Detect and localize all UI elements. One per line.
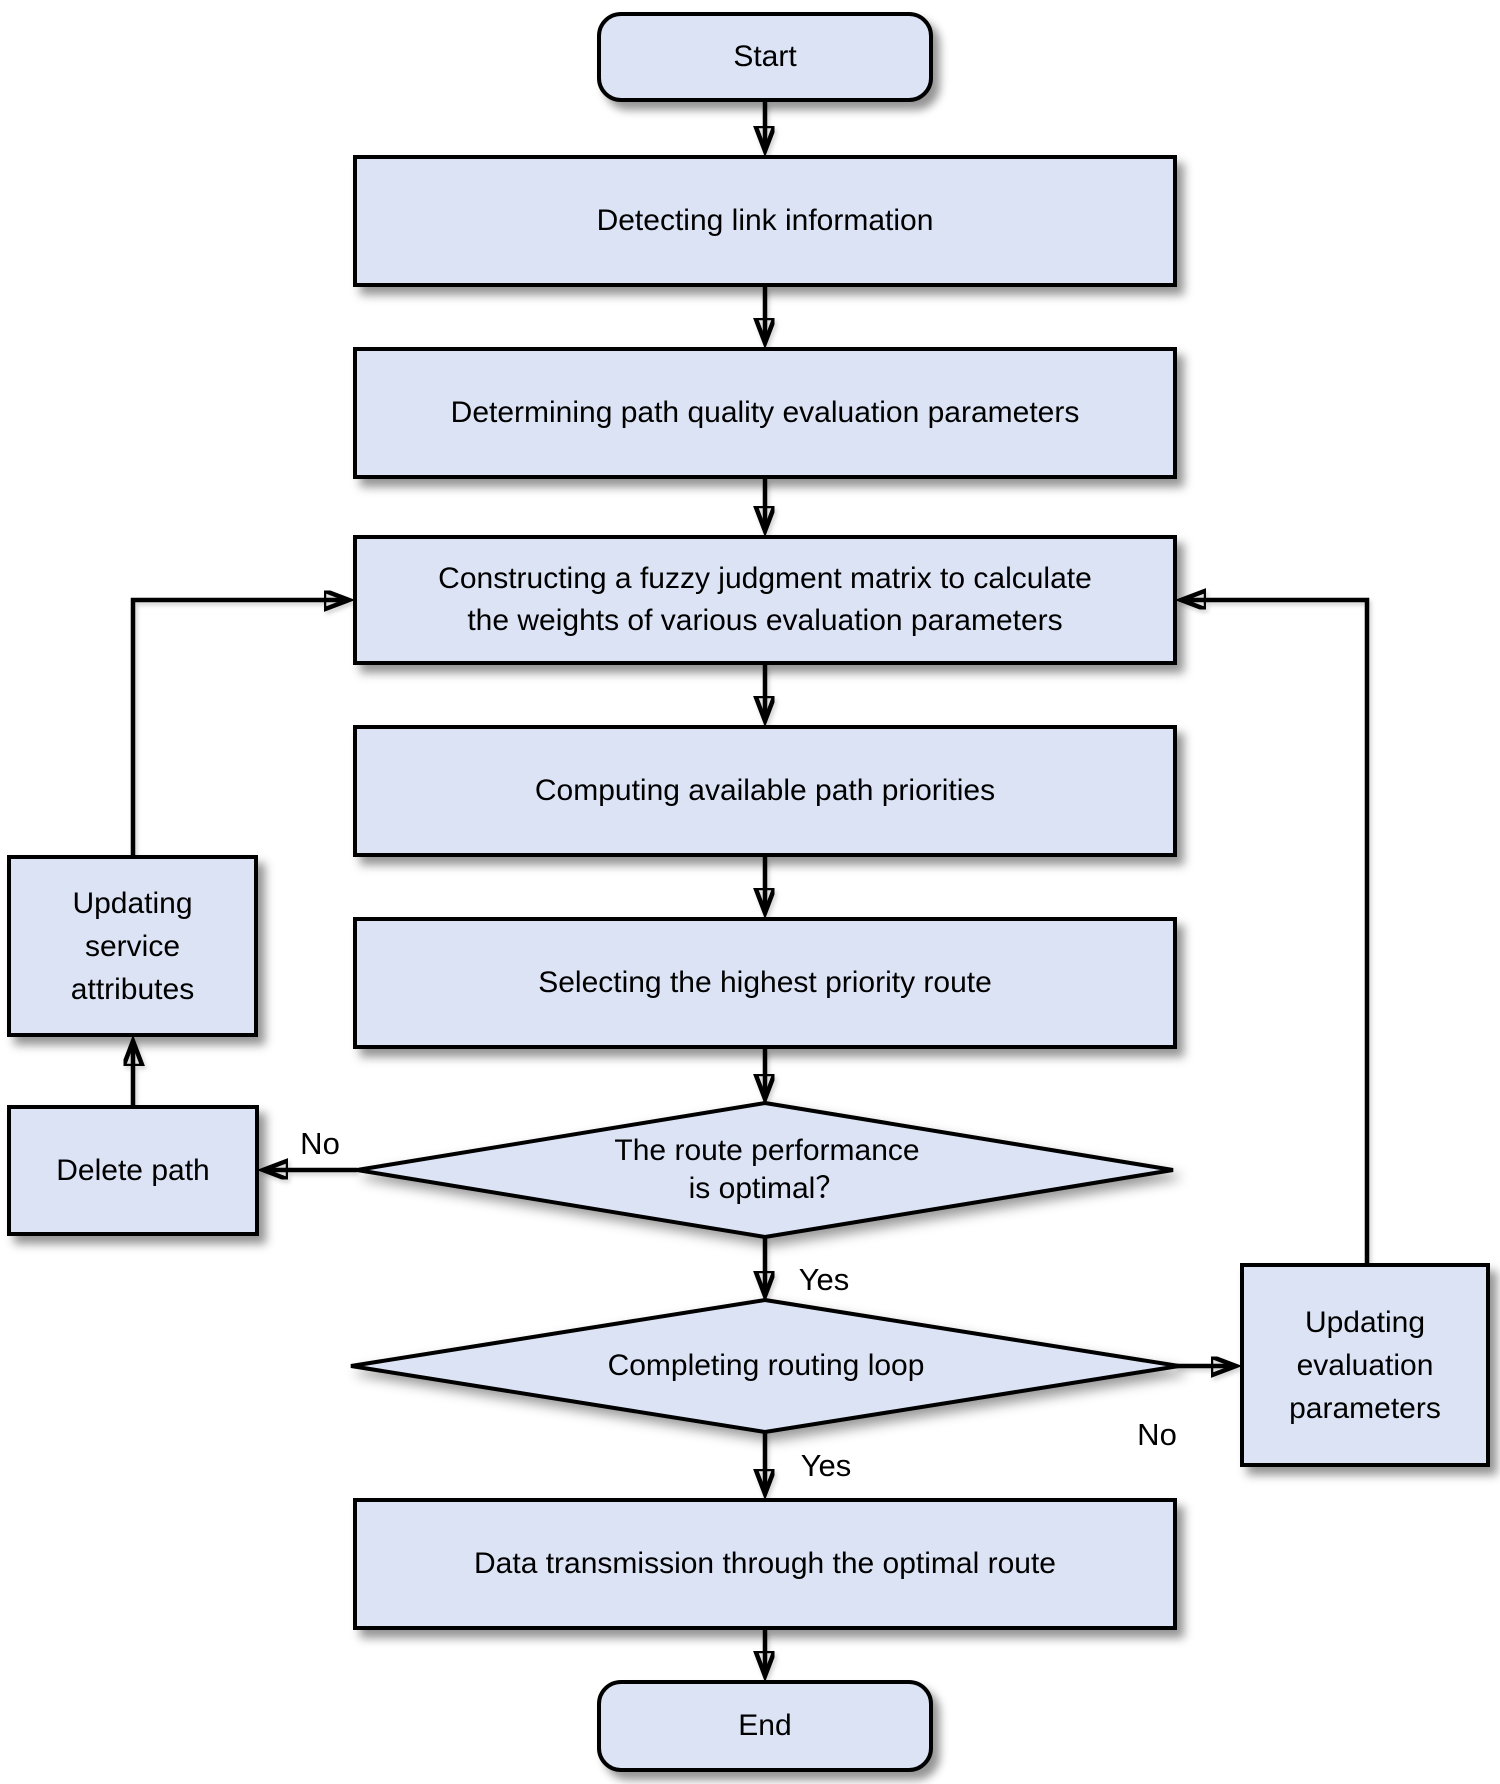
delete-path-label: Delete path (56, 1153, 210, 1187)
node-updating-service-attributes: Updating service attributes (7, 855, 258, 1037)
decision-route-performance-optimal-shape (356, 1100, 1174, 1240)
edge-label-no-right: No (1137, 1417, 1177, 1452)
node-determine-path-quality: Determining path quality evaluation para… (353, 347, 1177, 479)
update-eval-line2: evaluation (1296, 1348, 1434, 1382)
node-detect-link-information: Detecting link information (353, 155, 1177, 287)
edge-updateservice-construct-loop (130, 600, 348, 855)
node-construct-label-line2: the weights of various evaluation parame… (467, 604, 1063, 637)
decision1-label-line1: The route performance (614, 1134, 920, 1167)
node-end: End (597, 1680, 933, 1772)
edge-updateeval-construct-loop (1182, 600, 1370, 1263)
edge-label-yes-lower: Yes (800, 1448, 852, 1483)
update-service-line1: Updating (72, 886, 193, 920)
node-updating-evaluation-parameters: Updating evaluation parameters (1240, 1263, 1490, 1467)
node-start: Start (597, 12, 933, 102)
node-delete-path: Delete path (7, 1105, 259, 1236)
node-select-highest-priority-route: Selecting the highest priority route (353, 917, 1177, 1049)
decision-route-performance-optimal: The route performance is optimal？ (347, 1093, 1187, 1247)
node-data-transmission: Data transmission through the optimal ro… (353, 1498, 1177, 1630)
update-service-line2: service (84, 929, 181, 963)
decision-completing-routing-loop-shape (350, 1297, 1180, 1435)
update-eval-line1: Updating (1304, 1305, 1426, 1339)
node-start-label: Start (733, 40, 797, 73)
decision1-label-line2: is optimal？ (688, 1172, 846, 1205)
node-end-label: End (738, 1709, 792, 1742)
node-construct-label-line1: Constructing a fuzzy judgment matrix to … (438, 562, 1092, 595)
node-select-label: Selecting the highest priority route (538, 966, 992, 999)
node-construct-fuzzy-matrix: Constructing a fuzzy judgment matrix to … (353, 535, 1177, 665)
update-service-line3: attributes (70, 972, 195, 1006)
edge-label-no-left: No (300, 1126, 340, 1161)
node-determine-label: Determining path quality evaluation para… (450, 396, 1080, 429)
edge-label-yes-upper: Yes (798, 1262, 850, 1297)
node-compute-label: Computing available path priorities (534, 774, 996, 807)
data-transmission-label: Data transmission through the optimal ro… (474, 1547, 1056, 1580)
node-detect-label: Detecting link information (596, 204, 934, 237)
decision-completing-routing-loop: Completing routing loop (341, 1290, 1191, 1442)
node-compute-path-priorities: Computing available path priorities (353, 725, 1177, 857)
decision2-label: Completing routing loop (607, 1349, 925, 1382)
update-eval-line3: parameters (1289, 1391, 1441, 1425)
